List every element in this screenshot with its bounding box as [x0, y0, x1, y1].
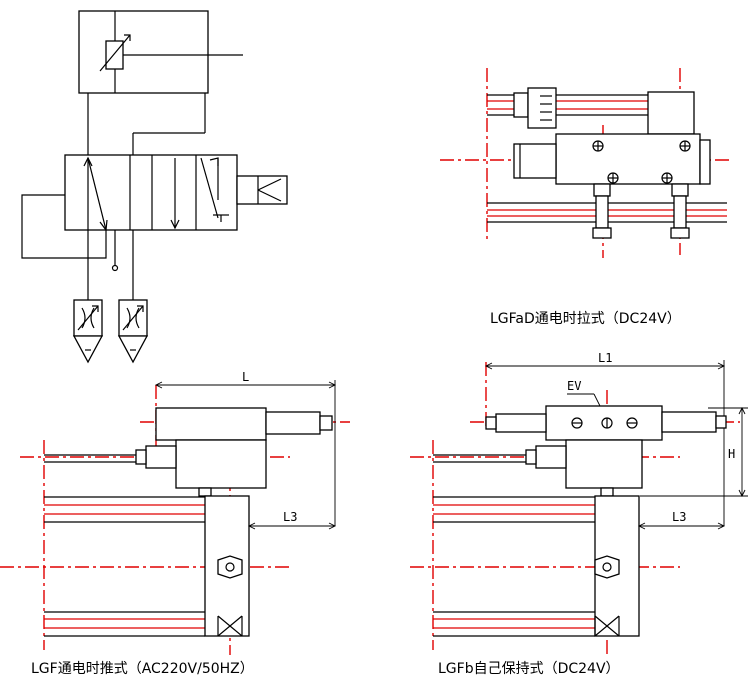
lgfad-drawing: LGFaD通电时拉式（DC24V） — [440, 68, 730, 327]
dim-l3-left: L3 — [283, 510, 297, 524]
dim-l: L — [242, 370, 249, 384]
caption-lgf: LGF通电时推式（AC220V/50HZ） — [31, 661, 254, 677]
lgf-drawing: L L3 LGF通电时推式（AC220V/50HZ） — [0, 370, 350, 677]
pressure-switch-box — [78, 10, 209, 94]
caption-lgfb: LGFb自己保持式（DC24V） — [438, 661, 620, 677]
dim-h: H — [728, 447, 735, 461]
adjustable-spring-symbol — [105, 40, 124, 70]
lgfb-drawing: L1 H EV — [410, 351, 748, 677]
pneumatic-schematic — [21, 10, 288, 364]
flow-control-right — [117, 299, 149, 364]
label-ev: EV — [567, 379, 581, 393]
dim-l1: L1 — [598, 351, 612, 365]
caption-lgfad: LGFaD通电时拉式（DC24V） — [490, 311, 681, 327]
flow-control-left — [72, 299, 104, 364]
dim-l3-right: L3 — [672, 510, 686, 524]
solenoid-valve-symbol — [64, 154, 238, 231]
